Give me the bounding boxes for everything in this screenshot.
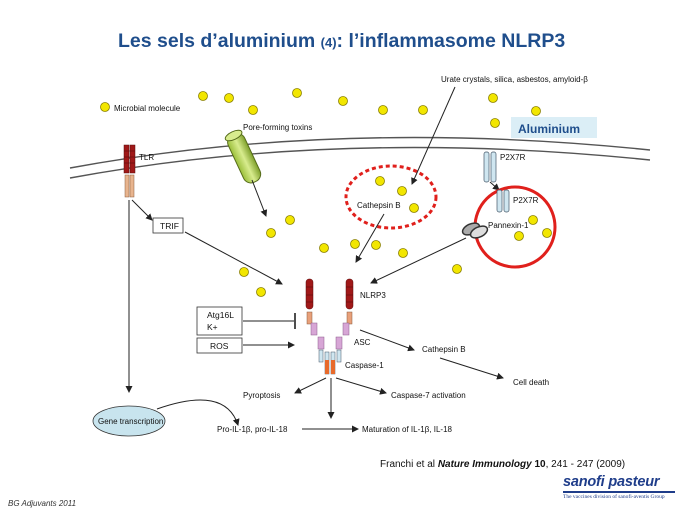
- caspase-7-label: Caspase-7 activation: [391, 391, 466, 400]
- journal-volume: 10: [531, 459, 546, 470]
- ros-box: [196, 337, 243, 354]
- particle: [371, 240, 381, 250]
- particle: [292, 88, 302, 98]
- particle: [542, 228, 552, 238]
- slide-title-text: Les sels d’aluminium (4): l’inflammasome…: [118, 30, 566, 52]
- particle: [338, 96, 348, 106]
- lysosome-highlight-circle: [344, 164, 438, 230]
- particle: [285, 215, 295, 225]
- asc-label: ASC: [354, 338, 371, 347]
- aluminium-particles: [100, 88, 552, 297]
- pore-forming-toxins-label: Pore-forming toxins: [243, 123, 312, 132]
- particle: [350, 239, 360, 249]
- particle: [488, 93, 498, 103]
- particle: [239, 267, 249, 277]
- pannexin-1-label: Pannexin-1: [488, 221, 529, 230]
- particle: [418, 105, 428, 115]
- p2x7r-bottom-label: P2X7R: [513, 196, 539, 205]
- nlrp3-right-icon: [342, 278, 354, 336]
- sanofi-pasteur-logo: sanofi pasteur The vaccines division of …: [563, 474, 681, 500]
- particle: [398, 248, 408, 258]
- caspase-1-label: Caspase-1: [345, 361, 384, 370]
- nlrp3-label: NLRP3: [360, 291, 386, 300]
- tlr-label: TLR: [139, 153, 154, 162]
- gene-transcription-ellipse: [92, 405, 166, 437]
- particle: [490, 118, 500, 128]
- pannexin-1-icon: [461, 222, 489, 239]
- asc-caspase-icon: [317, 336, 343, 375]
- particle: [452, 264, 462, 274]
- atg16l-k-box: [196, 306, 243, 336]
- journal-name: Nature Immunology: [437, 459, 532, 470]
- footer-text: BG Adjuvants 2011: [8, 499, 77, 508]
- aluminium-box: [511, 117, 597, 138]
- k-label: K+: [207, 322, 218, 332]
- particle: [375, 176, 385, 186]
- p2x7r-receptor-top-icon: [483, 151, 497, 183]
- logo-brand: sanofi pasteur: [563, 474, 660, 490]
- pyroptosis-label: Pyroptosis: [243, 391, 280, 400]
- cell-death-label: Cell death: [513, 378, 549, 387]
- maturation-label: Maturation of IL-1β, IL-18: [362, 425, 453, 434]
- particle: [378, 105, 388, 115]
- pore-forming-toxin-icon: [224, 129, 262, 184]
- urate-crystals-label: Urate crystals, silica, asbestos, amyloi…: [441, 75, 588, 84]
- tlr-receptor-icon: [123, 144, 136, 198]
- trif-box: [152, 217, 184, 234]
- gene-transcription-label: Gene transcription: [98, 417, 163, 426]
- cell-membrane-outer: [69, 136, 651, 169]
- particle: [409, 203, 419, 213]
- particle: [514, 231, 524, 241]
- atg16l-label: Atg16L: [207, 310, 234, 320]
- particle: [248, 105, 258, 115]
- microbial-molecule-label: Microbial molecule: [114, 104, 181, 113]
- pro-il-label: Pro-IL-1β, pro-IL-18: [217, 425, 288, 434]
- cell-membrane-inner: [69, 146, 651, 179]
- trif-label: TRIF: [160, 221, 179, 231]
- cathepsin-b-2-label: Cathepsin B: [422, 345, 466, 354]
- particle: [531, 106, 541, 116]
- particle: [224, 93, 234, 103]
- logo-bar: [563, 491, 675, 493]
- particle: [266, 228, 276, 238]
- particle: [397, 186, 407, 196]
- aluminium-label: Aluminium: [518, 122, 580, 136]
- ros-label: ROS: [210, 341, 229, 351]
- citation-reference: Franchi et al Nature Immunology 10, 241 …: [380, 459, 626, 470]
- p2x7r-top-label: P2X7R: [500, 153, 526, 162]
- p2x7r-receptor-bottom-icon: [496, 189, 510, 213]
- cathepsin-b-label: Cathepsin B: [357, 201, 401, 210]
- particle: [100, 102, 110, 112]
- nlrp3-left-icon: [305, 278, 318, 336]
- logo-tagline: The vaccines division of sanofi-aventis …: [563, 494, 665, 500]
- particle: [256, 287, 266, 297]
- particle: [319, 243, 329, 253]
- particle: [528, 215, 538, 225]
- particle: [198, 91, 208, 101]
- title-reference-number: (4): [320, 35, 337, 50]
